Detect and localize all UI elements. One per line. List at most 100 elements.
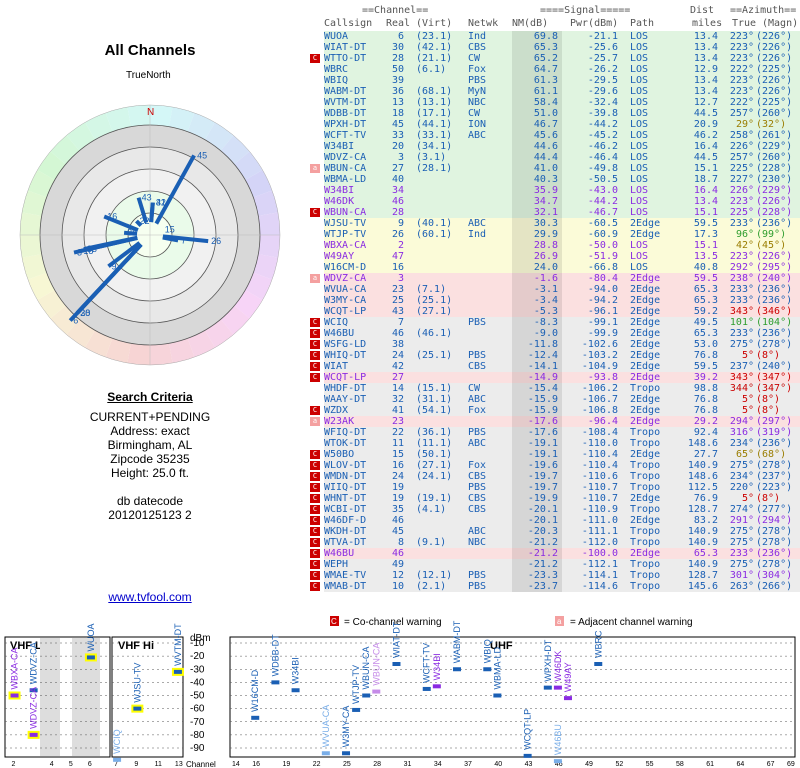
cell-net: PBS bbox=[468, 350, 487, 361]
cell-tr: 258° bbox=[729, 130, 754, 141]
cell-nm: -21.2 bbox=[527, 548, 558, 559]
cell-real: 49 bbox=[391, 559, 404, 570]
cell-tr: 274° bbox=[729, 504, 754, 515]
point-label: W34BI bbox=[291, 657, 301, 684]
cell-mi: 59.2 bbox=[693, 306, 718, 317]
cell-nm: -19.7 bbox=[527, 471, 558, 482]
nm-column-shade bbox=[512, 317, 562, 328]
cell-pwr: -114.1 bbox=[581, 570, 618, 581]
cell-nm: 65.2 bbox=[533, 53, 558, 64]
signal-point bbox=[86, 655, 95, 660]
cell-mi: 13.5 bbox=[693, 251, 718, 262]
vhf-band-gap bbox=[40, 638, 60, 756]
nm-column-shade bbox=[512, 42, 562, 53]
radar-channel-label: 41 bbox=[156, 198, 166, 208]
y-tick-label: -70 bbox=[190, 717, 205, 728]
radar-channel-label: 43 bbox=[142, 193, 152, 203]
site-link[interactable]: www.tvfool.com bbox=[108, 590, 192, 604]
nm-column-shade bbox=[512, 350, 562, 361]
cell-mg: (8°) bbox=[756, 350, 781, 361]
row-background bbox=[324, 548, 800, 559]
cell-mi: 59.5 bbox=[693, 361, 718, 372]
adjacent-channel-warning-icon: a bbox=[310, 417, 320, 426]
cell-real: 28 bbox=[391, 207, 404, 218]
cell-cs: WCIQ bbox=[324, 317, 349, 328]
cell-real: 2 bbox=[397, 240, 404, 251]
cell-cs: WBIQ bbox=[324, 75, 349, 86]
cell-cs: W46BU bbox=[324, 548, 355, 559]
hdr-group-channel: ==Channel== bbox=[362, 5, 429, 16]
cell-pwr: -50.5 bbox=[587, 174, 618, 185]
cell-path: Tropo bbox=[630, 482, 661, 493]
row-background bbox=[324, 317, 800, 328]
cell-tr: 275° bbox=[729, 339, 754, 350]
cell-path: LOS bbox=[630, 108, 649, 119]
cell-pwr: -80.4 bbox=[587, 273, 618, 284]
cell-pwr: -114.6 bbox=[581, 581, 618, 592]
cell-cs: WCQT-LP bbox=[324, 372, 367, 383]
cell-tr: 237° bbox=[729, 361, 754, 372]
hdr-netwk: Netwk bbox=[468, 18, 499, 29]
hdr-miles: miles bbox=[692, 18, 723, 29]
cell-pwr: -60.9 bbox=[587, 229, 618, 240]
cell-nm: 24.0 bbox=[533, 262, 558, 273]
cell-pwr: -110.4 bbox=[581, 460, 618, 471]
cell-tr: 5° bbox=[741, 405, 754, 416]
radar-channel-label: 16 bbox=[107, 211, 117, 221]
cell-mi: 112.5 bbox=[687, 482, 718, 493]
nm-column-shade bbox=[512, 207, 562, 218]
cell-mg: (223°) bbox=[756, 482, 793, 493]
radar-channel-label: 7 bbox=[181, 235, 186, 245]
cell-cs: W46BU bbox=[324, 328, 355, 339]
cell-nm: -14.1 bbox=[527, 361, 558, 372]
radar-plot: N630281834533269167434132382215 bbox=[19, 104, 281, 366]
signal-point bbox=[422, 686, 431, 691]
nm-column-shade bbox=[512, 130, 562, 141]
cell-virt: (60.1) bbox=[416, 229, 453, 240]
cell-mi: 16.4 bbox=[693, 185, 718, 196]
nm-column-shade bbox=[512, 339, 562, 350]
cell-nm: 30.3 bbox=[533, 218, 558, 229]
cell-cs: WKDH-DT bbox=[324, 526, 367, 537]
x-tick-label: 61 bbox=[706, 761, 714, 768]
cell-mi: 76.8 bbox=[693, 394, 718, 405]
cell-path: 2Edge bbox=[630, 350, 661, 361]
row-background bbox=[324, 53, 800, 64]
cell-cs: WIAT bbox=[324, 361, 349, 372]
truenorth-label: TrueNorth bbox=[126, 70, 171, 81]
cell-nm: 28.8 bbox=[533, 240, 558, 251]
cell-mg: (240°) bbox=[756, 273, 793, 284]
co-channel-warning-icon: C bbox=[310, 340, 320, 349]
cell-mi: 40.8 bbox=[693, 262, 718, 273]
cell-mi: 18.7 bbox=[693, 174, 718, 185]
cell-mi: 83.2 bbox=[693, 515, 718, 526]
cell-tr: 316° bbox=[729, 427, 754, 438]
cell-mi: 65.3 bbox=[693, 284, 718, 295]
nm-column-shade bbox=[512, 537, 562, 548]
cell-mg: (236°) bbox=[756, 328, 793, 339]
cell-tr: 223° bbox=[729, 31, 754, 42]
cell-mi: 140.9 bbox=[687, 526, 718, 537]
cell-real: 46 bbox=[391, 515, 404, 526]
x-tick-label: 43 bbox=[525, 761, 533, 768]
y-tick-label: -90 bbox=[190, 743, 205, 754]
cell-nm: -20.1 bbox=[527, 515, 558, 526]
cell-real: 45 bbox=[391, 526, 404, 537]
cell-tr: 223° bbox=[729, 196, 754, 207]
cell-virt: (42.1) bbox=[416, 42, 453, 53]
cell-tr: 294° bbox=[729, 416, 754, 427]
cell-cs: WDVZ-CA bbox=[324, 273, 367, 284]
cell-real: 46 bbox=[391, 328, 404, 339]
x-tick-label: 69 bbox=[787, 761, 795, 768]
cell-real: 19 bbox=[391, 482, 404, 493]
row-background bbox=[324, 207, 800, 218]
cell-nm: -14.9 bbox=[527, 372, 558, 383]
cell-virt: (54.1) bbox=[416, 405, 453, 416]
cell-pwr: -112.1 bbox=[581, 559, 618, 570]
cell-cs: W34BI bbox=[324, 185, 355, 196]
cell-real: 7 bbox=[397, 317, 404, 328]
